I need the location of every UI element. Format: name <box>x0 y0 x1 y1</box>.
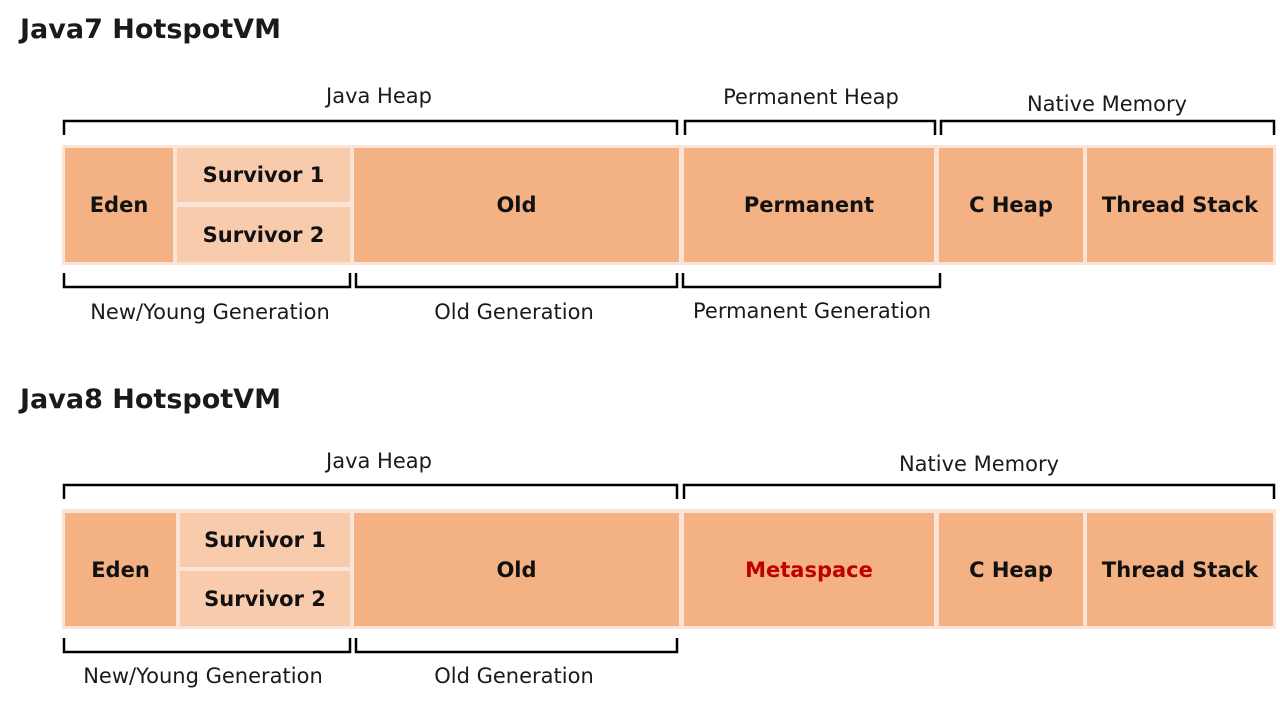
java7-cell-c-heap: C Heap <box>939 148 1083 262</box>
java8-label-java-heap: Java Heap <box>326 449 432 473</box>
bracket-java7-old <box>354 273 679 289</box>
java7-label-native-memory: Native Memory <box>1026 92 1188 116</box>
java8-title: Java8 HotspotVM <box>20 384 281 415</box>
bracket-java7-young <box>62 273 352 289</box>
java7-cell-survivor2: Survivor 2 <box>177 207 350 262</box>
java7-cell-eden: Eden <box>65 148 173 262</box>
bracket-java8-old <box>354 638 679 654</box>
java8-cell-metaspace: Metaspace <box>684 513 934 626</box>
java7-label-young-generation: New/Young Generation <box>90 300 330 324</box>
java8-label-young-generation: New/Young Generation <box>83 664 323 688</box>
java7-label-permanent-generation: Permanent Generation <box>692 299 932 323</box>
java8-label-old-generation: Old Generation <box>434 664 594 688</box>
bracket-java7-permanent <box>681 273 942 289</box>
bracket-java8-java-heap <box>62 483 679 499</box>
bracket-java7-permanent-heap <box>683 119 937 135</box>
bracket-java8-native-memory <box>682 483 1276 499</box>
bracket-java7-java-heap <box>62 119 679 135</box>
java8-cell-old: Old <box>354 513 679 626</box>
java8-label-native-memory: Native Memory <box>898 452 1060 476</box>
java7-label-java-heap: Java Heap <box>326 84 432 108</box>
java8-cell-thread-stack: Thread Stack <box>1087 513 1273 626</box>
java7-label-old-generation: Old Generation <box>434 300 594 324</box>
java7-cell-thread-stack: Thread Stack <box>1087 148 1273 262</box>
java8-cell-survivor1: Survivor 1 <box>180 513 350 567</box>
java7-label-permanent-heap: Permanent Heap <box>723 85 899 109</box>
java7-title: Java7 HotspotVM <box>20 14 281 45</box>
java7-cell-old: Old <box>354 148 679 262</box>
java7-cell-permanent: Permanent <box>684 148 934 262</box>
java8-cell-eden: Eden <box>65 513 176 626</box>
java8-cell-c-heap: C Heap <box>939 513 1083 626</box>
java8-cell-survivor2: Survivor 2 <box>180 571 350 626</box>
bracket-java8-young <box>62 638 352 654</box>
java7-cell-survivor1: Survivor 1 <box>177 148 350 202</box>
bracket-java7-native-memory <box>939 119 1276 135</box>
